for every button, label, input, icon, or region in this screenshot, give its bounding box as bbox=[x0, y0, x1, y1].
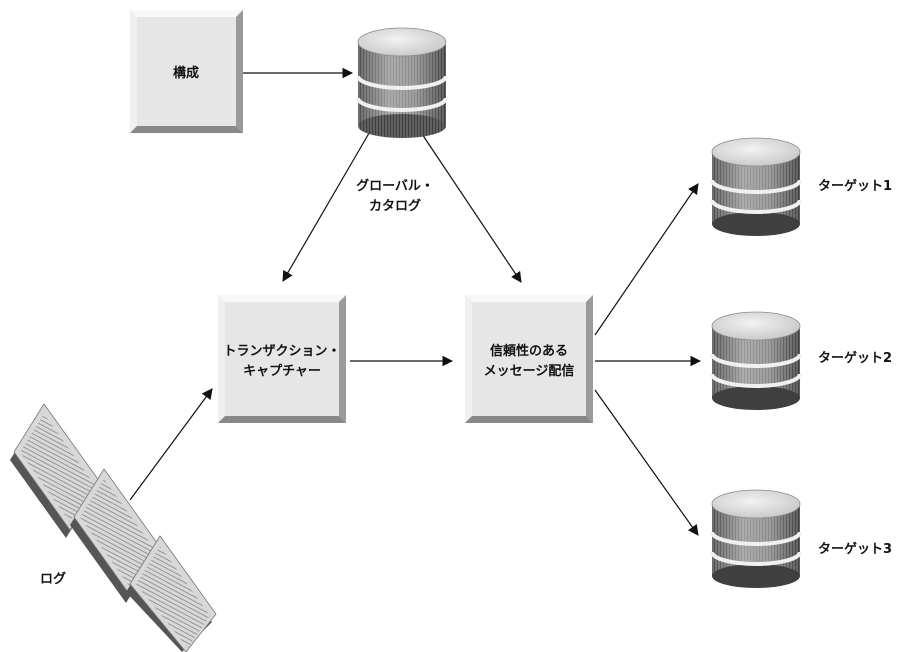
arrow-catalog-to-capture bbox=[282, 127, 373, 282]
transaction-capture-label-line1: トランザクション・ bbox=[223, 344, 340, 359]
target1-database-icon bbox=[710, 137, 802, 236]
connectors bbox=[129, 67, 702, 536]
reliable-messaging-box: 信頼性のある メッセージ配信 bbox=[465, 295, 593, 423]
global-catalog-label-line1: グローバル・ bbox=[356, 178, 434, 194]
target2-database-icon bbox=[710, 311, 802, 410]
target1-label: ターゲット1 bbox=[818, 178, 892, 194]
config-box: 構成 bbox=[130, 10, 243, 133]
target2-label: ターゲット2 bbox=[818, 350, 892, 366]
log-pages-icon bbox=[10, 403, 217, 652]
arrow-catalog-to-messaging bbox=[417, 127, 522, 283]
target3-database-icon bbox=[710, 489, 802, 588]
log-label: ログ bbox=[40, 571, 66, 587]
global-catalog-label-line2: カタログ bbox=[369, 198, 421, 214]
transaction-capture-label-line2: キャプチャー bbox=[243, 364, 321, 379]
transaction-capture-box: トランザクション・ キャプチャー bbox=[218, 295, 346, 423]
reliable-messaging-label-line2: メッセージ配信 bbox=[484, 363, 575, 379]
arrow-messaging-to-target1 bbox=[594, 183, 699, 336]
target3-label: ターゲット3 bbox=[818, 541, 892, 557]
reliable-messaging-label-line1: 信頼性のある bbox=[490, 343, 568, 359]
global-catalog-database-icon bbox=[356, 27, 448, 138]
arrow-log-to-capture bbox=[129, 388, 213, 501]
arrow-messaging-to-target3 bbox=[594, 389, 699, 536]
config-label: 構成 bbox=[173, 65, 199, 81]
